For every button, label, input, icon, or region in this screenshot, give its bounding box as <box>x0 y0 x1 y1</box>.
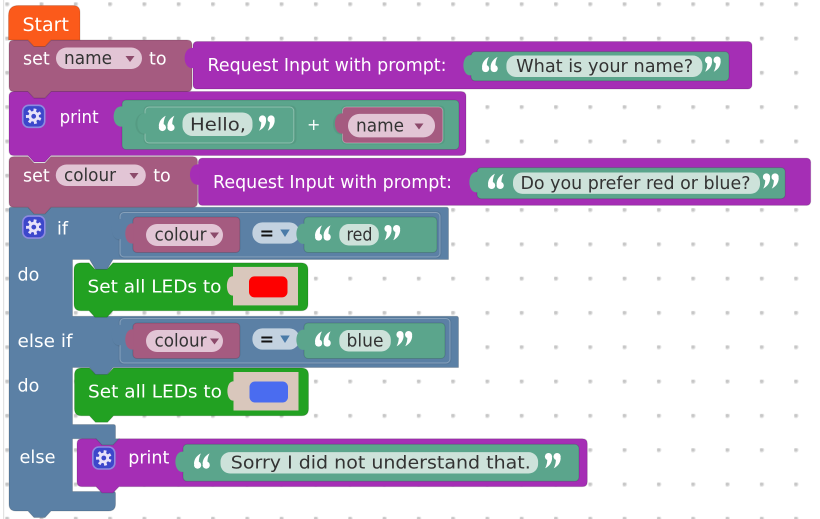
svg-text:name: name <box>356 117 404 137</box>
svg-text:Request Input with prompt:: Request Input with prompt: <box>208 56 447 76</box>
svg-text:do: do <box>18 266 40 286</box>
svg-text:print: print <box>60 108 99 128</box>
svg-text:set: set <box>23 167 50 187</box>
svg-text:Start: Start <box>23 14 69 36</box>
svg-text:to: to <box>153 167 171 187</box>
svg-text:+: + <box>307 115 320 134</box>
svg-text:red: red <box>347 226 373 246</box>
svg-text:print: print <box>128 448 169 468</box>
svg-text:Hello,: Hello, <box>190 115 246 135</box>
svg-text:Request Input with prompt:: Request Input with prompt: <box>213 173 452 193</box>
svg-text:else if: else if <box>18 332 74 352</box>
svg-text:Do you prefer red or blue?: Do you prefer red or blue? <box>521 174 751 194</box>
svg-text:Set all LEDs to: Set all LEDs to <box>88 383 222 403</box>
svg-text:=: = <box>260 330 275 350</box>
svg-text:Set all LEDs to: Set all LEDs to <box>88 277 222 297</box>
svg-text:else: else <box>20 448 56 468</box>
svg-text:set: set <box>23 49 50 69</box>
svg-text:What is your name?: What is your name? <box>516 57 693 77</box>
svg-text:if: if <box>57 220 69 240</box>
svg-text:Sorry I did not understand tha: Sorry I did not understand that. <box>231 454 531 474</box>
svg-text:do: do <box>18 377 40 397</box>
svg-text:colour: colour <box>64 166 117 186</box>
svg-text:to: to <box>149 49 167 69</box>
svg-text:name: name <box>64 49 112 69</box>
svg-text:colour: colour <box>155 332 208 352</box>
svg-text:=: = <box>260 224 275 244</box>
svg-text:blue: blue <box>347 332 384 352</box>
svg-text:colour: colour <box>155 226 208 246</box>
